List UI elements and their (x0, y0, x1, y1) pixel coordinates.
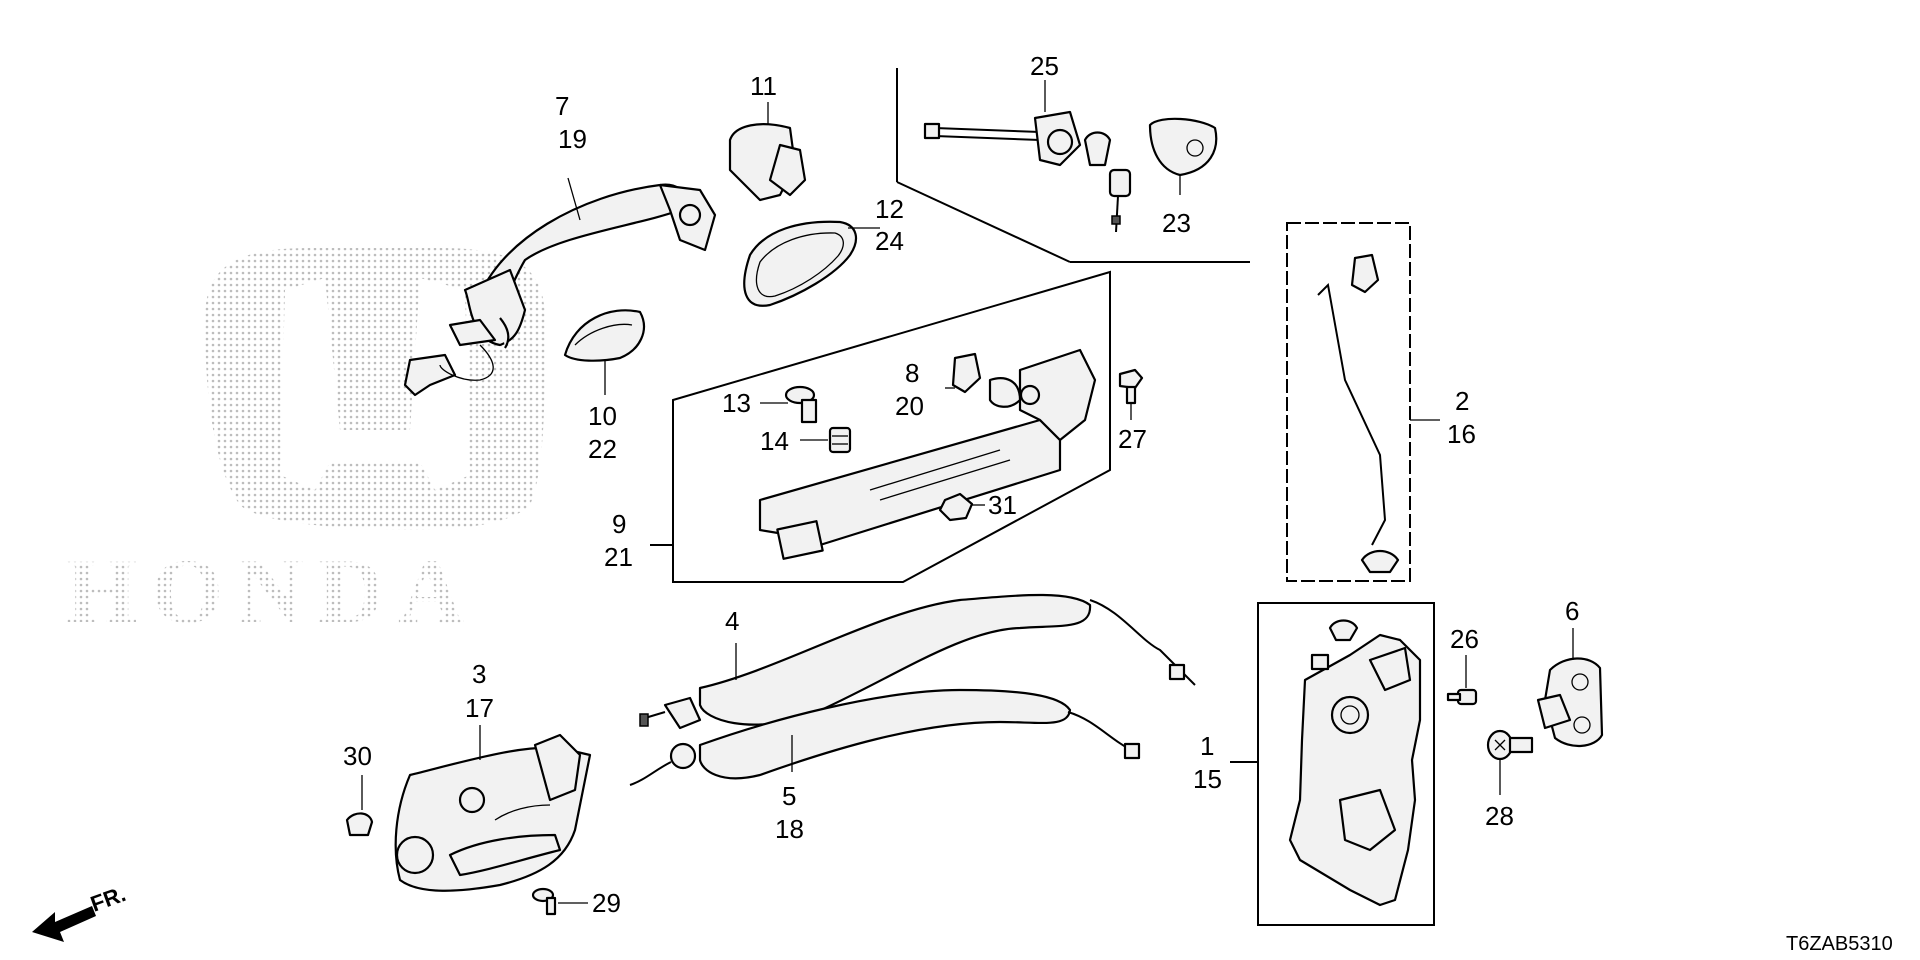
honda-watermark: HONDA (66, 248, 545, 642)
callout-31: 31 (988, 490, 1017, 520)
callout-9: 9 (612, 509, 626, 539)
callout-2: 2 (1455, 386, 1469, 416)
callout-4: 4 (725, 606, 739, 636)
callout-10: 10 (588, 401, 617, 431)
screw-26 (1446, 688, 1478, 706)
diagram-code: T6ZAB5310 (1786, 933, 1893, 955)
callout-28: 28 (1485, 801, 1514, 831)
front-direction-arrow: FR. (32, 881, 129, 942)
callout-21: 21 (604, 542, 633, 572)
handle-gasket (743, 220, 858, 307)
honda-wordmark: HONDA (66, 540, 478, 642)
nut (938, 492, 974, 522)
direction-label: FR. (87, 881, 129, 917)
screw (828, 426, 852, 454)
door-latch (1288, 619, 1422, 907)
screw-29 (531, 887, 557, 916)
rod-outline (1286, 222, 1411, 582)
handle-base (758, 348, 1097, 560)
clip-30 (345, 812, 374, 837)
callout-19: 19 (558, 124, 587, 154)
callout-25: 25 (1030, 51, 1059, 81)
callout-14: 14 (760, 426, 789, 456)
callout-6: 6 (1565, 596, 1579, 626)
inner-handle (394, 733, 592, 892)
callout-22: 22 (588, 434, 617, 464)
callout-27: 27 (1118, 424, 1147, 454)
bolt (784, 385, 818, 424)
bolt-27 (1118, 368, 1144, 405)
clip (951, 352, 982, 394)
callout-17: 17 (465, 693, 494, 723)
callout-1: 1 (1200, 731, 1214, 761)
handle-base-outline (672, 270, 1111, 583)
callout-12: 12 (875, 194, 904, 224)
callout-30: 30 (343, 741, 372, 771)
cable-4 (639, 593, 1196, 730)
latch-outline (1257, 602, 1435, 926)
callout-18: 18 (775, 814, 804, 844)
door-keys (1083, 131, 1132, 233)
callout-16: 16 (1447, 419, 1476, 449)
callout-5: 5 (782, 781, 796, 811)
callout-15: 15 (1193, 764, 1222, 794)
callout-8: 8 (905, 358, 919, 388)
cylinder-cap (1148, 117, 1218, 177)
handle-cover (563, 309, 645, 362)
callout-23: 23 (1162, 208, 1191, 238)
callout-3: 3 (472, 659, 486, 689)
lock-cylinder (923, 110, 1082, 167)
outer-door-handle (403, 183, 717, 397)
honda-h-mark (205, 248, 545, 530)
callout-7: 7 (555, 91, 569, 121)
lock-rod (1317, 253, 1400, 574)
handle-cap (728, 123, 807, 202)
callout-20: 20 (895, 391, 924, 421)
door-striker (1536, 657, 1604, 747)
callout-11: 11 (750, 71, 777, 101)
callout-26: 26 (1450, 624, 1479, 654)
callout-29: 29 (592, 888, 621, 918)
callout-24: 24 (875, 226, 904, 256)
screw-28 (1486, 729, 1534, 761)
callout-13: 13 (722, 388, 751, 418)
